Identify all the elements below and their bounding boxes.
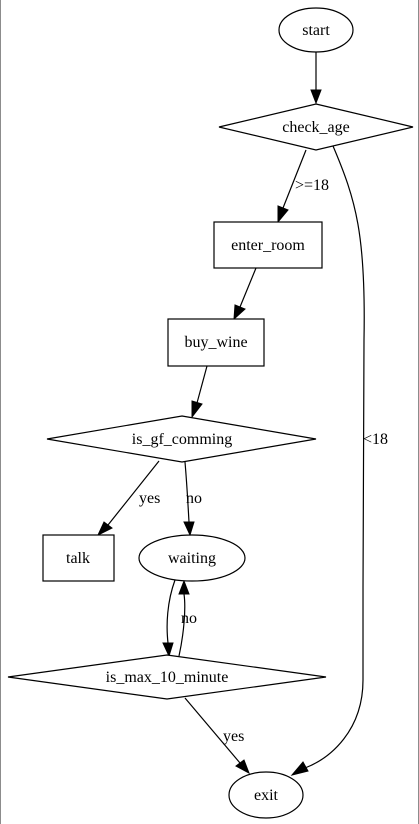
edge-check-age-to-exit: [290, 145, 365, 776]
node-check-age-label: check_age: [282, 119, 350, 136]
node-exit-label: exit: [254, 787, 279, 804]
node-start[interactable]: start: [278, 7, 354, 53]
node-talk-label: talk: [66, 550, 90, 567]
node-buy-wine-label: buy_wine: [184, 334, 247, 351]
edge-check-age-to-enter-room: [277, 149, 307, 224]
edge-enter-room-to-buy-wine: [233, 267, 257, 321]
node-enter-room-label: enter_room: [231, 237, 305, 254]
node-buy-wine[interactable]: buy_wine: [167, 318, 265, 367]
edge-label-age-minor: <18: [363, 431, 388, 448]
edge-start-to-check-age: [310, 52, 322, 105]
edge-is-gf-comming-to-waiting: [183, 461, 195, 537]
edge-label-age-adult: >=18: [295, 177, 329, 194]
edge-is-max-10-minute-to-waiting: [178, 579, 190, 657]
node-is-max-10-minute-label: is_max_10_minute: [106, 669, 229, 686]
edge-is-gf-comming-to-talk: [96, 460, 160, 537]
node-start-label: start: [302, 22, 330, 39]
node-talk[interactable]: talk: [42, 534, 115, 582]
node-is-gf-comming-label: is_gf_comming: [132, 431, 232, 448]
edge-buy-wine-to-is-gf-comming: [191, 365, 208, 419]
node-exit[interactable]: exit: [228, 771, 304, 819]
edge-label-wait-yes: yes: [223, 728, 244, 745]
node-enter-room[interactable]: enter_room: [213, 221, 323, 269]
edge-waiting-to-is-max-10-minute: [162, 579, 176, 658]
node-is-max-10-minute[interactable]: is_max_10_minute: [7, 654, 327, 700]
node-is-gf-comming[interactable]: is_gf_comming: [46, 415, 317, 463]
edge-label-gf-no: no: [186, 490, 202, 507]
node-check-age[interactable]: check_age: [218, 103, 414, 151]
node-waiting-label: waiting: [168, 550, 216, 567]
node-waiting[interactable]: waiting: [138, 534, 246, 582]
edge-is-max-10-minute-to-exit: [184, 697, 250, 775]
edge-label-wait-no: no: [181, 610, 197, 627]
edge-label-gf-yes: yes: [139, 490, 160, 507]
